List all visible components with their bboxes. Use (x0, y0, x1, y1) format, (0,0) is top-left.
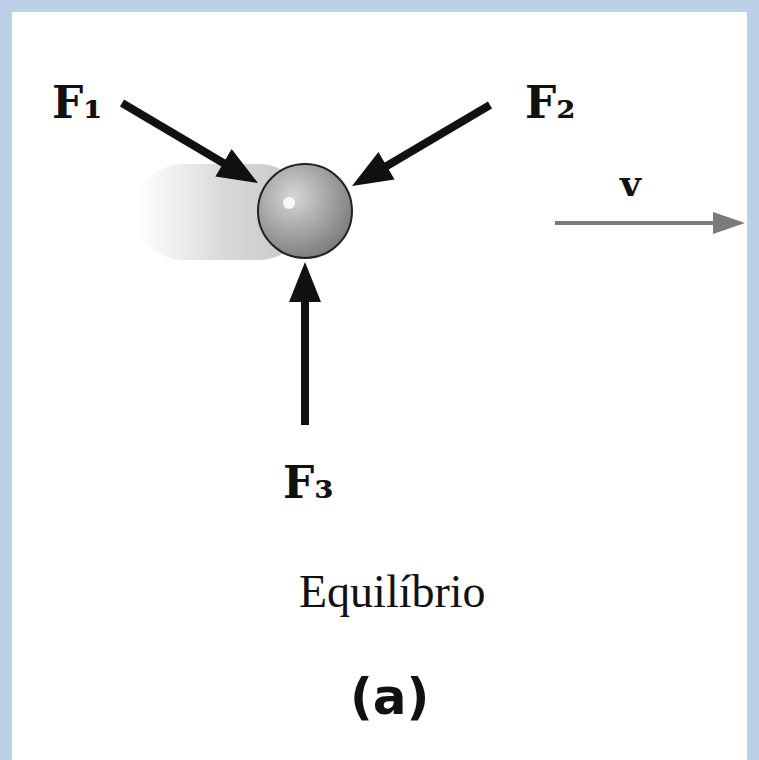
force-label: F₃ (283, 461, 334, 505)
panel-tag: (a) (350, 672, 429, 722)
ball-highlight (283, 197, 295, 209)
force-label: F₂ (525, 81, 576, 125)
force-label: F₁ (52, 81, 103, 125)
ball (258, 164, 352, 258)
force-arrow-3 (289, 262, 321, 425)
force-arrow-1 (122, 103, 258, 183)
background-panel (12, 12, 747, 760)
velocity-label: v (620, 165, 641, 201)
force-arrow-2 (352, 105, 490, 186)
state-caption: Equilíbrio (299, 569, 486, 615)
velocity-arrow (555, 212, 745, 234)
